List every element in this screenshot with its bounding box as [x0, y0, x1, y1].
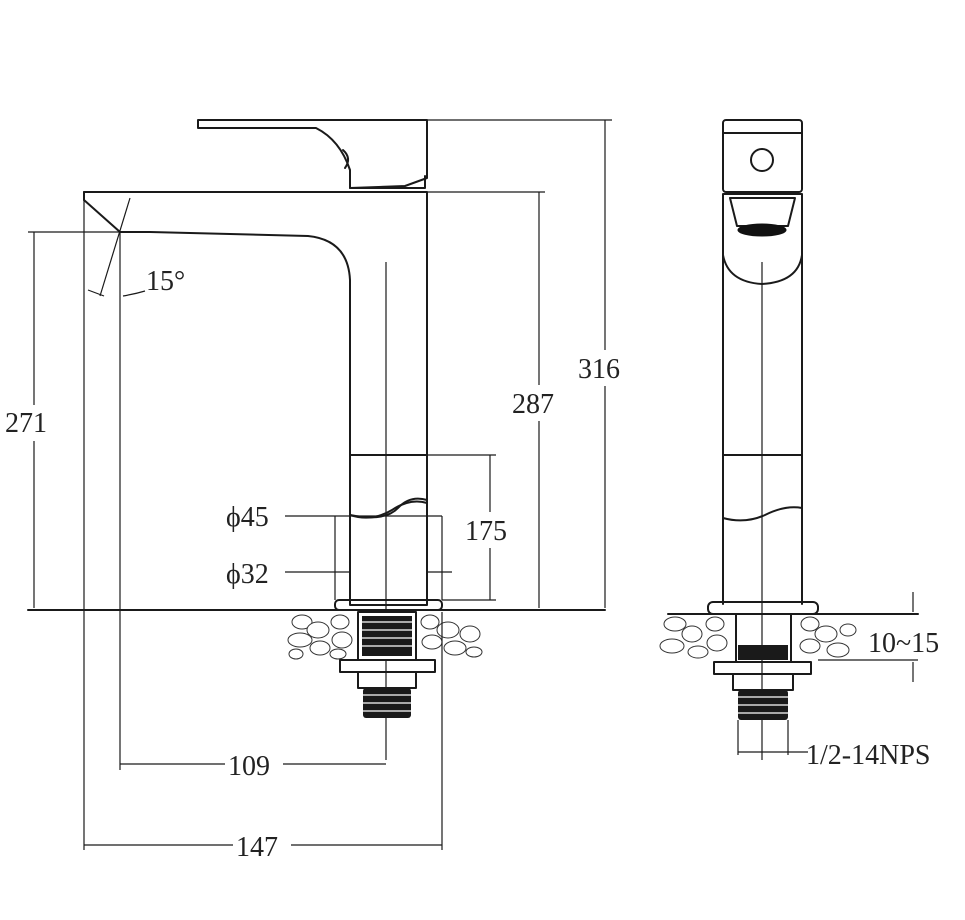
label-bg-287: [510, 385, 568, 421]
label-reach-109: 109: [228, 751, 270, 782]
body-wave-cut: [349, 500, 428, 519]
side-handle-hole: [750, 148, 774, 172]
side-aerator: [737, 223, 787, 237]
threaded-shank: [357, 611, 417, 661]
label-inlet-thread: 1/2-14NPS: [806, 740, 930, 771]
nut-collar: [357, 671, 417, 689]
label-height-316: 316: [578, 354, 620, 385]
label-bg-271: [4, 405, 60, 441]
handle-lever: [197, 119, 428, 189]
label-width-147: 147: [236, 832, 278, 863]
side-inlet-thread: [738, 690, 788, 720]
label-bg-109: [225, 748, 283, 782]
side-wave-cut: [722, 506, 803, 522]
angle-line-a: [99, 197, 131, 297]
side-nut-collar: [732, 673, 794, 691]
side-shank-thread: [738, 645, 788, 660]
side-spout-throat: [729, 197, 796, 227]
side-handle: [722, 119, 803, 193]
label-spout-angle: 15°: [146, 266, 185, 297]
label-bg-147: [233, 828, 291, 862]
label-diameter-45: ϕ45: [226, 502, 269, 533]
label-bg-316: [576, 350, 634, 386]
label-height-175: 175: [465, 516, 507, 547]
handle-pivot: [342, 149, 349, 169]
angle-arc: [122, 290, 146, 297]
angle-extension: [87, 289, 105, 297]
lock-nut: [339, 659, 436, 673]
label-bg-175: [462, 512, 520, 548]
inlet-thread: [363, 688, 411, 718]
body-cylinder: [349, 454, 428, 606]
handle-base: [349, 175, 426, 189]
side-view: 10~15 1/2-14NPS: [659, 119, 939, 771]
label-deck-thickness: 10~15: [868, 628, 939, 659]
label-height-271: 271: [5, 408, 47, 439]
side-countertop-stones: [659, 616, 857, 659]
spout-body: [83, 191, 428, 519]
front-view: 15° 271 287 316 175 ϕ45 ϕ32: [4, 119, 634, 863]
label-height-287: 287: [512, 389, 554, 420]
label-diameter-32: ϕ32: [226, 559, 269, 590]
